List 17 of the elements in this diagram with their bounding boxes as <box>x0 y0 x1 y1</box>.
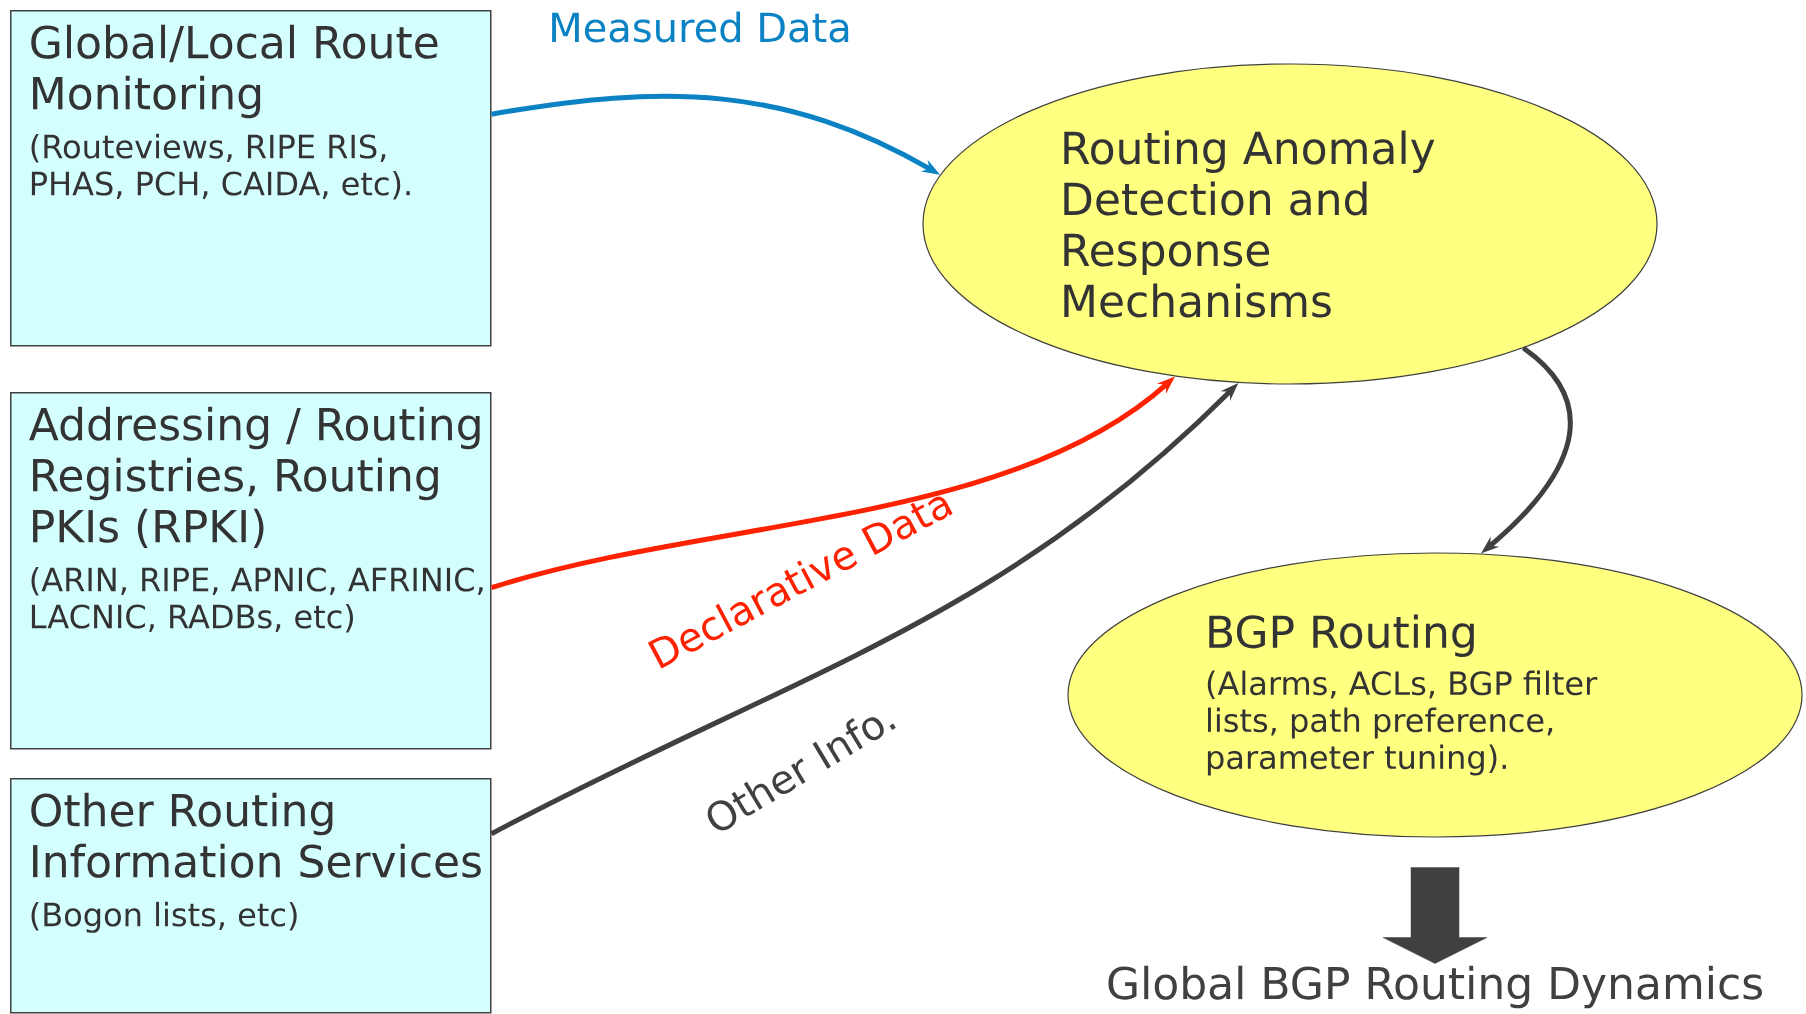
box-text: (Routeviews, RIPE RIS, PHAS, PCH, CAIDA, etc). <box>31 133 410 200</box>
box-text: (Bogon lists, etc) <box>31 901 297 933</box>
ellipse-text: (Alarms, ACLs, BGP filter lists, path preference, parameter tuning). <box>1207 670 1598 776</box>
ellipse-heading: Routing Anomaly Detection and Response Mechanisms <box>1064 130 1435 318</box>
process-box <box>10 392 492 750</box>
box-text: (ARIN, RIPE, APNIC, AFRINIC, LACNIC, RADBs, etc) <box>31 566 483 633</box>
process-box <box>10 778 492 1014</box>
box-heading: Global/Local Route Monitoring <box>31 24 438 119</box>
edge-label: Measured Data <box>552 11 849 43</box>
output-text: Global BGP Routing Dynamics <box>1108 965 1762 1009</box>
box-heading: Other Routing Information Services <box>31 792 481 878</box>
process-ellipse <box>1067 552 1803 838</box>
ellipse-heading: BGP Routing <box>1209 614 1474 657</box>
block-arrow <box>1382 867 1488 964</box>
process-ellipse <box>922 63 1658 385</box>
process-box <box>10 10 492 347</box>
box-heading: Addressing / Routing Registries, Routing PKIs (RPKI) <box>29 406 480 548</box>
